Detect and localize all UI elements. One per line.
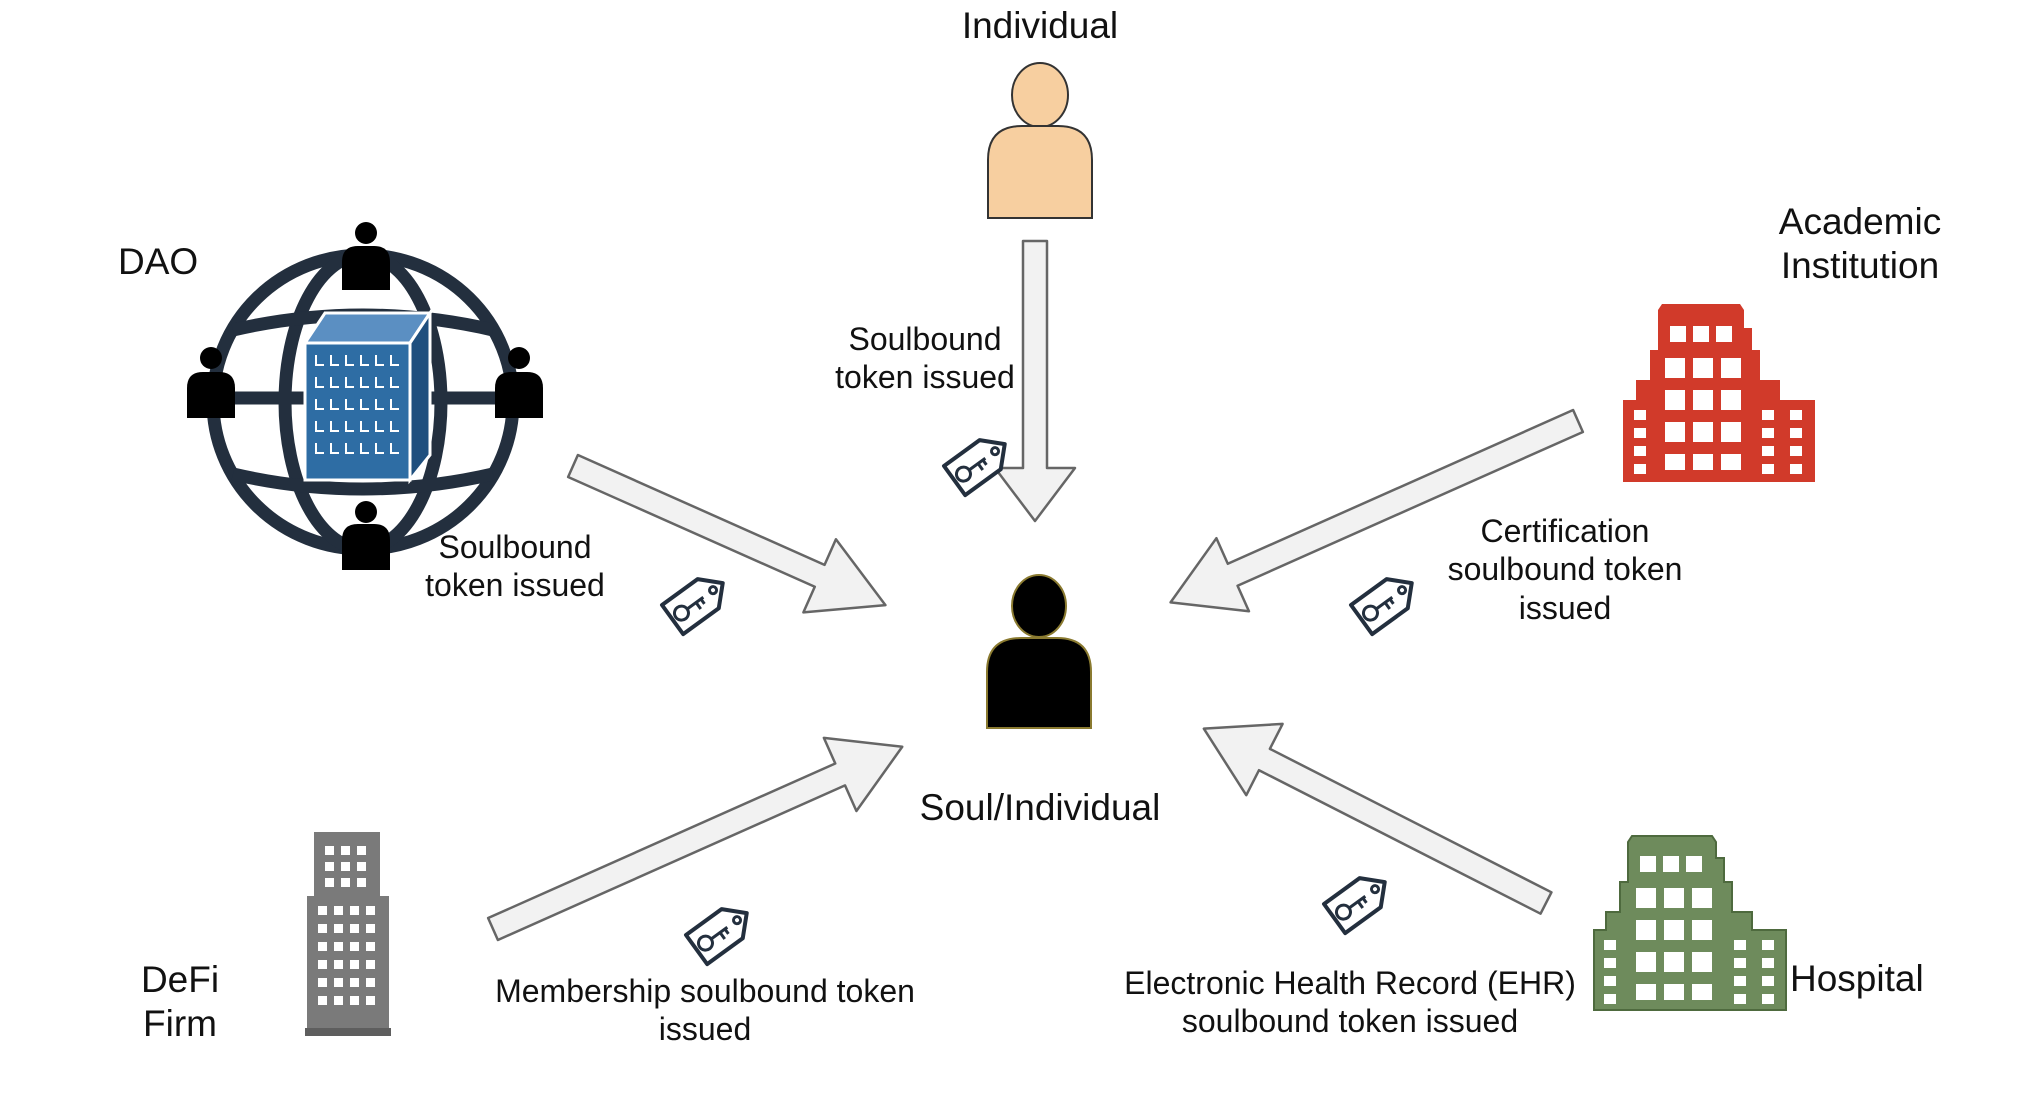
defi-edge-line2: issued — [658, 1011, 752, 1048]
hospital-edge-label: Electronic Health Record (EHR) soulbound… — [1100, 964, 1600, 1041]
academic-edge-line3: issued — [1518, 589, 1612, 626]
soul-person-icon — [986, 574, 1092, 729]
individual-edge-line1: Soulbound — [848, 321, 1002, 357]
dao-node-label: DAO — [118, 241, 199, 282]
defi-edge-label: Membership soulbound token issued — [470, 972, 940, 1049]
arrow-academic-to-soul — [1169, 408, 1585, 613]
individual-person-icon — [987, 62, 1093, 219]
individual-node-label: Individual — [961, 5, 1119, 46]
defi-label-line2: Firm — [143, 1003, 217, 1045]
soul-center-label: Soul/Individual — [919, 787, 1161, 828]
tag-key-icon-individual — [944, 430, 1015, 496]
tag-key-icon-academic — [1351, 569, 1422, 635]
tag-key-icon-defi — [686, 899, 757, 965]
academic-label-line2: Institution — [1780, 245, 1940, 287]
defi-label-line1: DeFi — [140, 959, 220, 1000]
defi-node-label: DeFi Firm — [110, 958, 250, 1047]
individual-edge-label: Soulbound token issued — [790, 320, 1060, 397]
academic-edge-label: Certification soulbound token issued — [1420, 512, 1710, 627]
academic-label-line1: Academic — [1778, 201, 1942, 242]
dao-edge-line2: token issued — [425, 567, 605, 604]
individual-edge-line2: token issued — [835, 359, 1015, 396]
hospital-node-label: Hospital — [1790, 958, 1924, 999]
dao-edge-line1: Soulbound — [438, 529, 592, 565]
arrow-dao-to-soul — [566, 453, 887, 614]
academic-node-label: Academic Institution — [1720, 200, 2000, 289]
arrow-defi-to-soul — [486, 736, 904, 942]
hospital-building-icon — [1593, 835, 1787, 1011]
tag-key-icon-hospital — [1324, 868, 1395, 934]
academic-edge-line2: soulbound token — [1447, 551, 1683, 588]
defi-edge-line1: Membership soulbound token — [495, 973, 915, 1009]
arrow-individual-to-soul — [993, 239, 1077, 523]
academic-edge-line1: Certification — [1480, 513, 1650, 549]
academic-building-icon — [1623, 304, 1815, 482]
hospital-edge-line1: Electronic Health Record (EHR) — [1124, 965, 1576, 1001]
hospital-edge-line2: soulbound token issued — [1181, 1003, 1519, 1040]
arrow-hospital-to-soul — [1202, 722, 1553, 915]
dao-globe-network-icon — [187, 222, 543, 570]
dao-edge-label: Soulbound token issued — [385, 528, 645, 605]
defi-building-icon — [305, 832, 391, 1036]
tag-key-icon-dao — [662, 569, 733, 635]
